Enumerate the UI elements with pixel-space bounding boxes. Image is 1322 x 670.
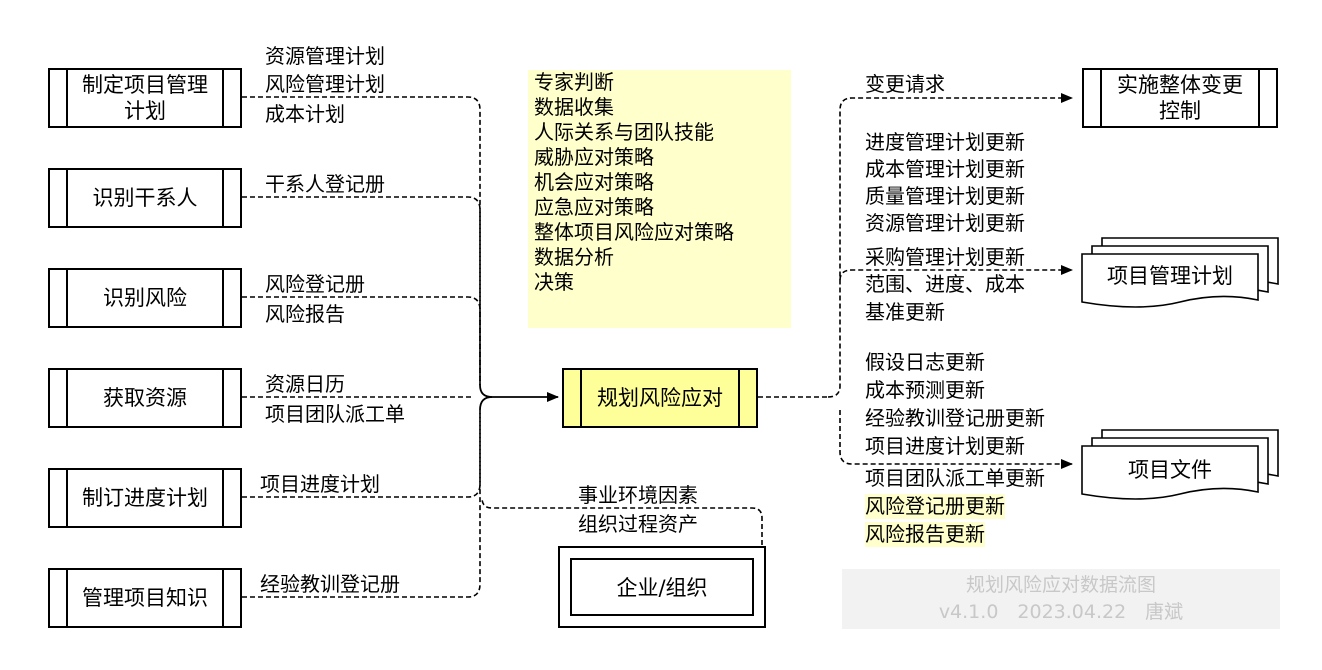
update-item: 质量管理计划更新 [865,184,1025,208]
tools-techniques-list: 专家判断 数据收集 人际关系与团队技能 威胁应对策略 机会应对策略 应急应对策略… [528,70,791,328]
flow-line-schedule [242,410,481,498]
flow-label: 风险登记册 [265,272,365,296]
tool-item: 人际关系与团队技能 [534,120,714,144]
tool-item: 机会应对策略 [534,170,654,194]
document-label: 项目文件 [1128,458,1212,482]
flow-label: 事业环境因素 [578,483,698,507]
document-stack-icon [1081,429,1279,500]
process-box-knowledge[interactable]: 管理项目知识 [48,568,242,628]
update-item: 基准更新 [865,300,945,324]
tool-item: 数据分析 [534,245,614,269]
process-box-schedule[interactable]: 制订进度计划 [48,468,242,528]
update-item: 进度管理计划更新 [865,130,1025,154]
process-label: 制定项目管理 [82,73,208,97]
process-label: 规划风险应对 [597,386,723,410]
process-label: 识别风险 [103,286,187,310]
process-label: 实施整体变更 [1117,73,1243,97]
flow-line-center-in-bottom [479,396,493,411]
document-stack-pm-plan[interactable]: 项目管理计划 [1080,236,1280,318]
flow-label: 经验教训登记册 [260,572,400,596]
flow-line-pm-plan [839,265,1073,281]
update-item: 经验教训登记册更新 [865,406,1045,430]
tool-item: 决策 [534,270,574,294]
process-label: 获取资源 [103,386,187,410]
document-stack-project-docs[interactable]: 项目文件 [1080,428,1280,510]
watermark: 规划风险应对数据流图 v4.1.0 2023.04.22 唐斌 [842,569,1280,629]
flow-label: 干系人登记册 [265,172,385,196]
flow-label: 风险报告 [265,302,345,326]
flow-line-enterprise [481,497,763,545]
enterprise-label: 企业/组织 [570,558,754,616]
document-label: 项目管理计划 [1107,264,1233,288]
update-item: 假设日志更新 [865,350,985,374]
flow-line-identify-risks [242,296,481,385]
process-label: 管理项目知识 [82,586,208,610]
watermark-version: v4.1.0 2023.04.22 唐斌 [938,601,1184,623]
update-item: 项目进度计划更新 [865,434,1025,458]
update-item: 成本预测更新 [865,378,985,402]
document-stack-icon [1081,237,1279,308]
process-label: 计划 [124,99,166,123]
process-box-acquire-resources[interactable]: 获取资源 [48,368,242,428]
update-item-highlighted: 风险登记册更新 [865,494,1005,519]
update-item: 项目团队派工单更新 [865,466,1045,490]
flow-label: 项目团队派工单 [265,402,405,426]
flow-label: 风险管理计划 [265,72,385,96]
process-box-plan-risk-responses[interactable]: 规划风险应对 [562,368,758,428]
flow-line-center-in [479,384,559,402]
watermark-title: 规划风险应对数据流图 [965,574,1156,596]
update-item: 范围、进度、成本 [865,272,1025,296]
process-box-plan-pm[interactable]: 制定项目管理计划 [48,68,242,128]
process-box-identify-risks[interactable]: 识别风险 [48,268,242,328]
update-item: 采购管理计划更新 [865,245,1025,269]
flow-line-knowledge [242,410,481,598]
tool-item: 整体项目风险应对策略 [534,220,734,244]
flow-label: 成本计划 [265,102,345,126]
tool-item: 数据收集 [534,95,614,119]
flow-line-plan-pm [242,96,481,385]
flow-line-project-docs [839,410,1073,469]
update-item: 成本管理计划更新 [865,157,1025,181]
update-item: 资源管理计划更新 [865,211,1025,235]
flow-label: 资源管理计划 [265,44,385,68]
flow-label: 组织过程资产 [578,512,698,536]
flow-label: 变更请求 [865,72,945,96]
process-label: 制订进度计划 [82,486,208,510]
flow-label: 资源日历 [265,372,345,396]
process-box-stakeholders[interactable]: 识别干系人 [48,168,242,228]
flow-label: 项目进度计划 [260,472,380,496]
process-label: 识别干系人 [92,186,198,210]
tool-item: 应急应对策略 [534,195,654,219]
flow-line-stakeholders [242,196,481,385]
tool-item: 威胁应对策略 [534,145,654,169]
process-label: 控制 [1159,99,1201,123]
enterprise-box[interactable]: 企业/组织 [558,546,766,628]
process-box-change-control[interactable]: 实施整体变更控制 [1082,68,1278,128]
update-item-highlighted: 风险报告更新 [865,522,985,547]
tool-item: 专家判断 [534,70,614,94]
